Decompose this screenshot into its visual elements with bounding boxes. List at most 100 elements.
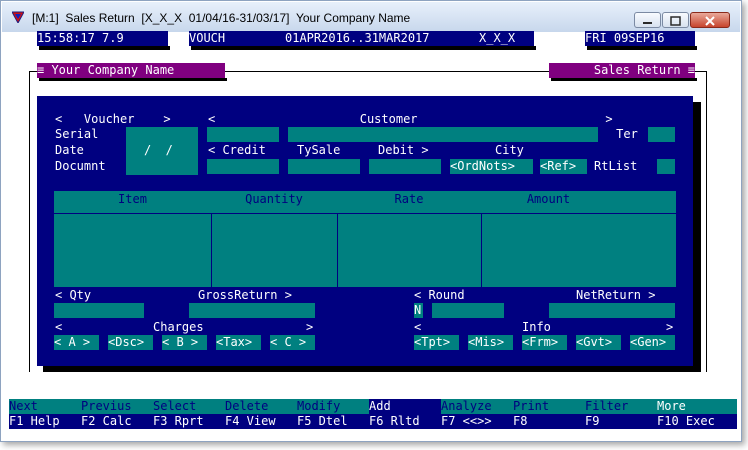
table-column-divider xyxy=(481,214,482,287)
minimize-icon xyxy=(643,22,652,24)
fkey-f4[interactable]: Delete F4 View xyxy=(225,399,297,429)
credit-field[interactable] xyxy=(207,159,279,174)
fkey-label: F4 View xyxy=(225,414,297,429)
fkey-f8[interactable]: Print F8 xyxy=(513,399,585,429)
panel-shadow xyxy=(551,78,697,81)
fkey-action: Print xyxy=(513,399,585,414)
info-mis-button[interactable]: <Mis> xyxy=(468,335,513,350)
n-field[interactable]: N xyxy=(414,303,423,318)
fkey-action: Delete xyxy=(225,399,297,414)
credit-label: < Credit xyxy=(208,143,266,157)
net-return-field[interactable] xyxy=(549,303,675,318)
fkey-action: Analyze xyxy=(441,399,513,414)
terminal-screen: 15:58:17 7.9 VOUCH 01APR2016..31MAR2017 … xyxy=(9,31,737,435)
charge-b-button[interactable]: < B > xyxy=(162,335,207,350)
customer-header: < Customer > xyxy=(208,112,613,126)
fkey-f6[interactable]: Add F6 Rltd xyxy=(369,399,441,429)
fkey-f10[interactable]: More F10 Exec xyxy=(657,399,737,429)
city-label: City xyxy=(495,143,524,157)
rtlist-field[interactable] xyxy=(657,159,675,174)
customer-name-field[interactable] xyxy=(288,127,598,142)
fkey-f1[interactable]: Next F1 Help xyxy=(9,399,81,429)
qty-field[interactable] xyxy=(54,303,144,318)
title-bar: [M:1] Sales Return [X_X_X 01/04/16-31/03… xyxy=(2,2,740,32)
voucher-box[interactable] xyxy=(126,127,198,175)
charge-dsc-button[interactable]: <Dsc> xyxy=(108,335,153,350)
gross-return-field[interactable] xyxy=(189,303,315,318)
round-field[interactable] xyxy=(432,303,504,318)
fkey-f7[interactable]: Analyze F7 <<>> xyxy=(441,399,513,429)
status-period: 01APR2016..31MAR2017 xyxy=(285,31,479,46)
customer-code-field[interactable] xyxy=(207,127,279,142)
ordnots-button[interactable]: <OrdNots> xyxy=(450,159,533,174)
table-column-divider xyxy=(211,214,212,287)
fkey-f2[interactable]: Previus F2 Calc xyxy=(81,399,153,429)
status-date: FRI 09SEP16 xyxy=(585,31,695,46)
charges-label: Charges xyxy=(153,320,204,334)
info-frm-button[interactable]: <Frm> xyxy=(522,335,567,350)
document-label: Documnt xyxy=(55,159,106,173)
column-header-amount: Amount xyxy=(526,192,571,206)
status-shadow xyxy=(191,46,536,50)
fkey-label: F10 Exec xyxy=(657,414,737,429)
info-label: Info xyxy=(522,320,551,334)
ter-field[interactable] xyxy=(648,127,675,142)
fkey-action: Previus xyxy=(81,399,153,414)
fkey-label: F8 xyxy=(513,414,585,429)
fkey-label: F2 Calc xyxy=(81,414,153,429)
fkey-action: Next xyxy=(9,399,81,414)
charges-left-bracket: < xyxy=(55,320,63,334)
info-right-bracket: > xyxy=(666,320,674,334)
window-title: [M:1] Sales Return [X_X_X 01/04/16-31/03… xyxy=(32,11,411,25)
date-value[interactable]: / / xyxy=(144,143,173,157)
serial-label: Serial xyxy=(55,127,99,141)
module-panel-title: Sales Return ≡ xyxy=(549,63,695,78)
fkey-label: F5 Dtel xyxy=(297,414,369,429)
panel-shadow xyxy=(39,78,227,81)
debit-field[interactable] xyxy=(369,159,441,174)
info-gvt-button[interactable]: <Gvt> xyxy=(576,335,621,350)
fkey-action: Modify xyxy=(297,399,369,414)
info-left-bracket: < xyxy=(414,320,422,334)
info-gen-button[interactable]: <Gen> xyxy=(630,335,675,350)
status-company-code: X_X_X xyxy=(479,31,534,46)
gross-return-label: GrossReturn > xyxy=(198,288,292,302)
tysale-field[interactable] xyxy=(288,159,360,174)
tysale-label: TySale xyxy=(297,143,341,157)
app-logo-icon xyxy=(12,11,24,23)
maximize-button[interactable] xyxy=(662,12,689,28)
fkey-action: Add xyxy=(369,399,441,414)
voucher-header: < Voucher > xyxy=(55,112,171,126)
fkey-label: F7 <<>> xyxy=(441,414,513,429)
minimize-button[interactable] xyxy=(634,12,661,28)
close-button[interactable] xyxy=(690,12,730,28)
status-time: 15:58:17 7.9 xyxy=(37,31,168,46)
fkey-action: Filter xyxy=(585,399,657,414)
round-label: < Round xyxy=(414,288,465,302)
fkey-action: Select xyxy=(153,399,225,414)
fkey-label: F9 xyxy=(585,414,657,429)
frame-border xyxy=(29,71,707,372)
fkey-f3[interactable]: Select F3 Rprt xyxy=(153,399,225,429)
company-panel-title: ≡ Your Company Name xyxy=(37,63,225,78)
column-header-rate: Rate xyxy=(394,192,424,206)
form-shadow xyxy=(43,366,701,372)
fkey-f5[interactable]: Modify F5 Dtel xyxy=(297,399,369,429)
debit-label: Debit > xyxy=(378,143,429,157)
status-shadow xyxy=(587,46,697,50)
items-table[interactable] xyxy=(54,191,676,287)
status-shadow xyxy=(39,46,170,50)
status-vouch: VOUCH xyxy=(189,31,285,46)
fkey-label: F3 Rprt xyxy=(153,414,225,429)
fkey-label: F1 Help xyxy=(9,414,81,429)
charge-a-button[interactable]: < A > xyxy=(54,335,99,350)
column-header-item: Item xyxy=(118,192,147,206)
charge-tax-button[interactable]: <Tax> xyxy=(216,335,261,350)
fkey-f9[interactable]: Filter F9 xyxy=(585,399,657,429)
info-tpt-button[interactable]: <Tpt> xyxy=(414,335,459,350)
ref-button[interactable]: <Ref> xyxy=(540,159,587,174)
fkey-label: F6 Rltd xyxy=(369,414,441,429)
charges-right-bracket: > xyxy=(306,320,314,334)
charge-c-button[interactable]: < C > xyxy=(270,335,315,350)
table-column-divider xyxy=(337,214,338,287)
